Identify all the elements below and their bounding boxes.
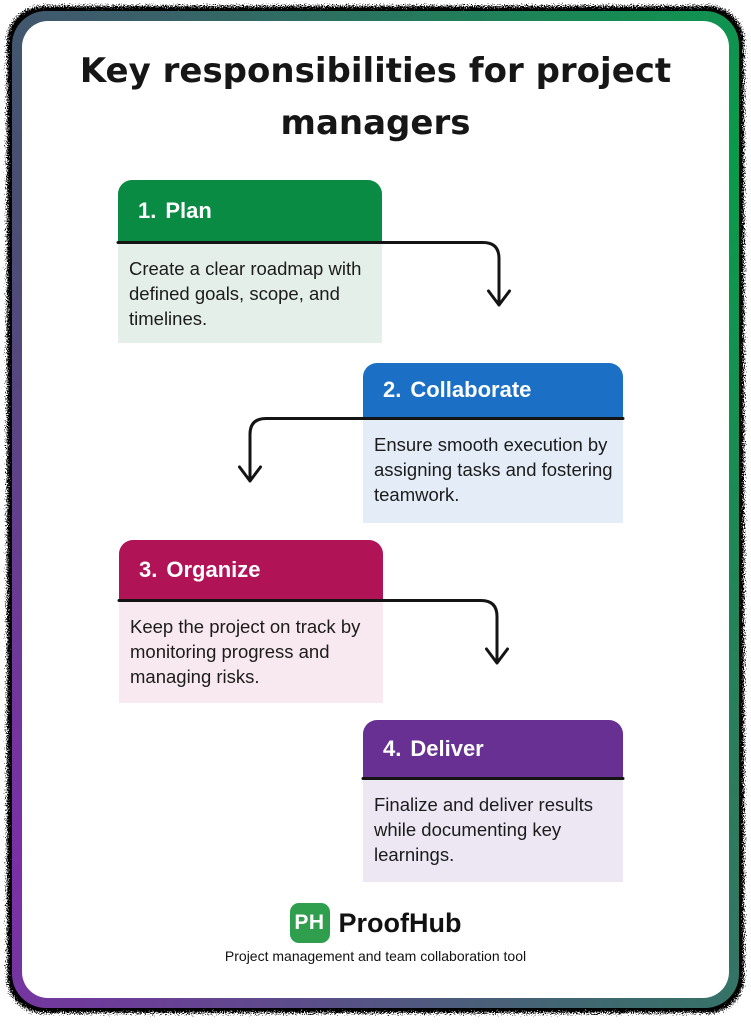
step-name: Plan — [165, 197, 212, 223]
page-title: Key responsibilities for project manager… — [79, 51, 672, 143]
step-number: 3. — [139, 556, 158, 582]
step-name: Deliver — [410, 735, 484, 761]
step-description-collaborate: Ensure smooth execution by assigning tas… — [363, 417, 623, 523]
proofhub-logo-icon: PH — [289, 903, 330, 943]
brand-tagline: Project management and team collaboratio… — [224, 948, 527, 964]
step-header-organize: 3. Organize — [119, 540, 383, 599]
footer-brand: PH ProofHub — [0, 903, 751, 943]
step-number: 4. — [383, 735, 402, 761]
step-header-collaborate: 2. Collaborate — [363, 363, 623, 417]
step-card-collaborate: 2. Collaborate Ensure smooth execution b… — [363, 363, 623, 523]
step-description-plan: Create a clear roadmap with defined goal… — [118, 241, 382, 343]
step-name: Collaborate — [410, 377, 532, 402]
step-header-plan: 1. Plan — [118, 180, 382, 241]
step-number: 1. — [138, 197, 157, 223]
step-card-deliver: 4. Deliver Finalize and deliver results … — [363, 720, 623, 882]
step-name: Organize — [166, 556, 261, 582]
step-description-deliver: Finalize and deliver results while docum… — [363, 777, 623, 882]
brand-name: ProofHub — [338, 907, 462, 938]
step-card-plan: 1. Plan Create a clear roadmap with defi… — [118, 180, 382, 343]
step-number: 2. — [383, 377, 402, 402]
step-description-organize: Keep the project on track by monitoring … — [119, 599, 383, 703]
step-card-organize: 3. Organize Keep the project on track by… — [119, 540, 383, 703]
step-header-deliver: 4. Deliver — [363, 720, 623, 777]
